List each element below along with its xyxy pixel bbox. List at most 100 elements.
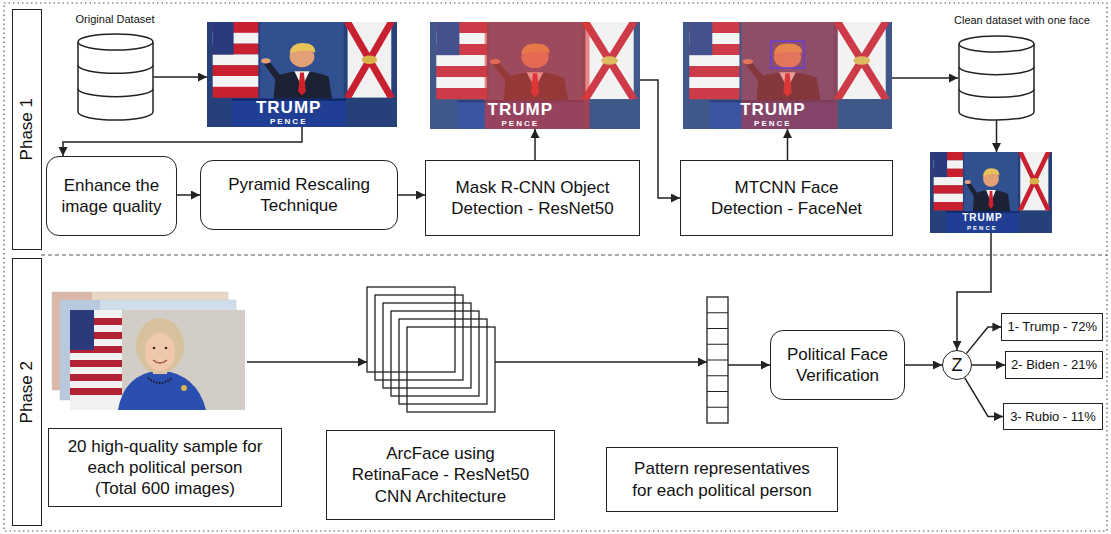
flag-canton xyxy=(934,152,947,177)
flow-arrow xyxy=(495,361,707,363)
node-label: 20 high-quality sample for each politica… xyxy=(65,436,265,500)
flow-connector xyxy=(63,127,302,156)
photo-background xyxy=(207,22,397,127)
flow-connector xyxy=(177,194,200,196)
podium-text: TRUMP xyxy=(488,101,553,118)
flag-background xyxy=(70,310,122,410)
tie xyxy=(989,191,994,209)
blue-suit xyxy=(118,370,206,410)
cnn-layer xyxy=(375,295,463,380)
phase-label-box: Phase 1 xyxy=(12,9,42,250)
podium-sign: TRUMP PENCE xyxy=(457,100,583,129)
flow-connector xyxy=(892,77,958,79)
podium-text: TRUMP xyxy=(962,213,1003,223)
flag-stripe xyxy=(934,194,963,202)
eye xyxy=(153,347,156,350)
podium xyxy=(946,211,1019,233)
photo-frame: TRUMP PENCE xyxy=(430,22,640,129)
cylinder-ring xyxy=(78,89,153,97)
vector-cell-line xyxy=(707,360,728,361)
podium xyxy=(232,99,346,127)
node-label: Clean dataset with one face xyxy=(954,12,1090,28)
state-flag-cross xyxy=(348,22,392,98)
vector-cell-line xyxy=(707,391,728,392)
flag-stripe xyxy=(213,54,259,65)
flow-connector xyxy=(996,120,998,152)
front-photo xyxy=(70,310,245,410)
tie xyxy=(298,72,306,95)
process-box: 20 high-quality sample for each politica… xyxy=(48,428,282,508)
flag-stripe xyxy=(934,177,963,185)
cylinder-ring xyxy=(959,67,1034,75)
state-seal xyxy=(1029,178,1039,184)
process-box: Pattern representatives for each politic… xyxy=(606,447,838,512)
necklace xyxy=(148,378,172,383)
flag-stripe xyxy=(213,87,259,98)
hair xyxy=(983,168,999,176)
flag-stripe xyxy=(213,76,259,87)
cnn-layer xyxy=(407,327,495,412)
node-label: ArcFace using RetinaFace - ResNet50 CNN … xyxy=(348,443,533,507)
face-box xyxy=(771,41,804,68)
database-cylinder: Clean dataset with one face xyxy=(950,12,1094,122)
state-seal xyxy=(362,56,377,64)
feature-vector xyxy=(707,297,728,423)
node-label: MTCNN Face Detection - FaceNet xyxy=(702,177,872,220)
photo-frame: TRUMPPENCE xyxy=(207,22,397,127)
podium-sign: TRUMP PENCE xyxy=(946,211,1019,233)
cylinder-ring xyxy=(78,65,153,73)
flow-connector xyxy=(154,76,208,78)
process-box: Mask R-CNN Object Detection - ResNet50 xyxy=(425,160,640,236)
flow-connector xyxy=(640,80,680,198)
flow-connector xyxy=(534,129,536,160)
result-box: 2- Biden - 21% xyxy=(1005,351,1103,379)
process-box: ArcFace using RetinaFace - ResNet50 CNN … xyxy=(326,430,555,520)
flow-connector xyxy=(972,364,1005,366)
process-box: MTCNN Face Detection - FaceNet xyxy=(680,160,893,236)
hand xyxy=(261,58,271,63)
podium-sign: TRUMPPENCE xyxy=(232,99,346,127)
node-label: 2- Biden - 21% xyxy=(1011,357,1097,373)
photo-background xyxy=(930,152,1052,233)
node-label: Mask R-CNN Object Detection - ResNet50 xyxy=(433,177,633,220)
eye xyxy=(165,347,168,350)
photo-frame: TRUMPPENCE xyxy=(683,22,892,129)
flow-connector xyxy=(787,129,789,160)
podium-text: TRUMP xyxy=(740,101,805,118)
podium-text: PENCE xyxy=(967,225,998,231)
flag-stripe xyxy=(934,202,963,210)
cylinder-shape xyxy=(958,36,1035,120)
cnn-layer xyxy=(367,287,455,372)
flag-stripe xyxy=(70,374,122,381)
cylinder-shape xyxy=(77,34,154,120)
flow-connector xyxy=(905,364,942,366)
sum-circle: Z xyxy=(942,350,972,380)
vector-cell-line xyxy=(707,328,728,329)
node-label: 3- Rubio - 11% xyxy=(1010,409,1096,425)
vector-cell-line xyxy=(707,407,728,408)
podium-text: PENCE xyxy=(502,120,540,128)
tint xyxy=(430,22,640,129)
cnn-layer xyxy=(383,303,471,388)
result-box: 1- Trump - 72% xyxy=(1001,313,1103,341)
cylinder-top xyxy=(959,36,1034,52)
flow-arrow xyxy=(728,364,770,366)
flag-stripe xyxy=(213,65,259,76)
outer-dotted-border xyxy=(4,3,1107,531)
photo-frame: TRUMP PENCE xyxy=(930,152,1052,233)
flag-canton xyxy=(70,310,94,350)
mask-overlay xyxy=(485,22,590,129)
photo-background xyxy=(683,22,892,129)
vector-cell-line xyxy=(707,344,728,345)
flow-connector xyxy=(957,233,991,350)
cylinder-top xyxy=(78,34,153,50)
phase-label-box: Phase 2 xyxy=(12,258,42,526)
flow-connector xyxy=(966,327,1001,353)
cnn-layer xyxy=(391,311,479,396)
podium-sign: TRUMPPENCE xyxy=(710,100,835,129)
flag-canton xyxy=(213,22,234,55)
node-label: Enhance the image quality xyxy=(53,175,170,218)
sample-photo-stack xyxy=(52,292,245,410)
result-box: 3- Rubio - 11% xyxy=(1003,403,1103,431)
